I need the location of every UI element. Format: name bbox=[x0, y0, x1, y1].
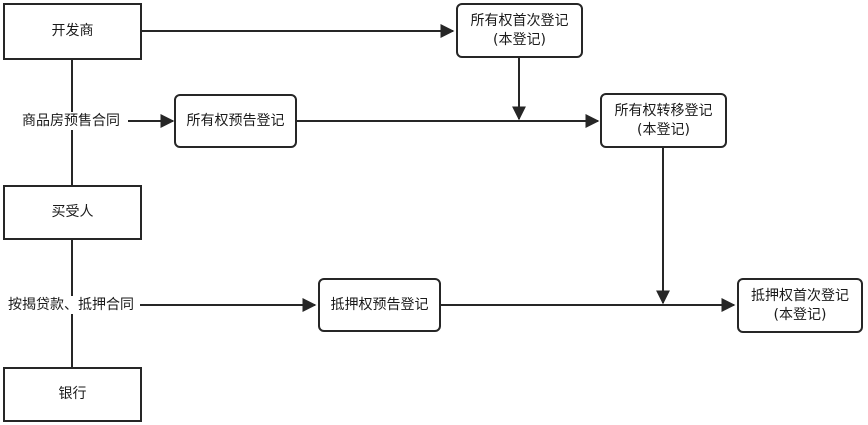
mortgage-presale-label: 抵押权预告登记 bbox=[330, 296, 429, 313]
ownership-presale-label: 所有权预告登记 bbox=[186, 112, 285, 129]
buyer-label: 买受人 bbox=[51, 204, 94, 220]
mortgage-presale-registration-box: 抵押权预告登记 bbox=[318, 278, 441, 332]
mortgage-first-line1: 抵押权首次登记 bbox=[751, 287, 849, 304]
mortgage-contract-label: 按揭贷款、抵押合同 bbox=[7, 296, 135, 314]
presale-contract-label: 商品房预售合同 bbox=[21, 112, 121, 130]
developer-box: 开发商 bbox=[3, 3, 142, 60]
bank-box: 银行 bbox=[3, 367, 142, 422]
ownership-presale-registration-box: 所有权预告登记 bbox=[174, 94, 297, 148]
buyer-box: 买受人 bbox=[3, 185, 142, 240]
ownership-first-registration-box: 所有权首次登记 (本登记) bbox=[456, 3, 583, 58]
ownership-first-line1: 所有权首次登记 bbox=[470, 12, 569, 29]
developer-label: 开发商 bbox=[51, 23, 94, 39]
mortgage-first-line2: (本登记) bbox=[773, 306, 827, 323]
ownership-transfer-registration-box: 所有权转移登记 (本登记) bbox=[600, 93, 727, 148]
ownership-transfer-line1: 所有权转移登记 bbox=[614, 102, 713, 119]
bank-label: 银行 bbox=[58, 386, 87, 402]
mortgage-first-registration-box: 抵押权首次登记 (本登记) bbox=[737, 278, 863, 333]
ownership-first-line2: (本登记) bbox=[493, 31, 546, 48]
ownership-transfer-line2: (本登记) bbox=[637, 121, 690, 138]
